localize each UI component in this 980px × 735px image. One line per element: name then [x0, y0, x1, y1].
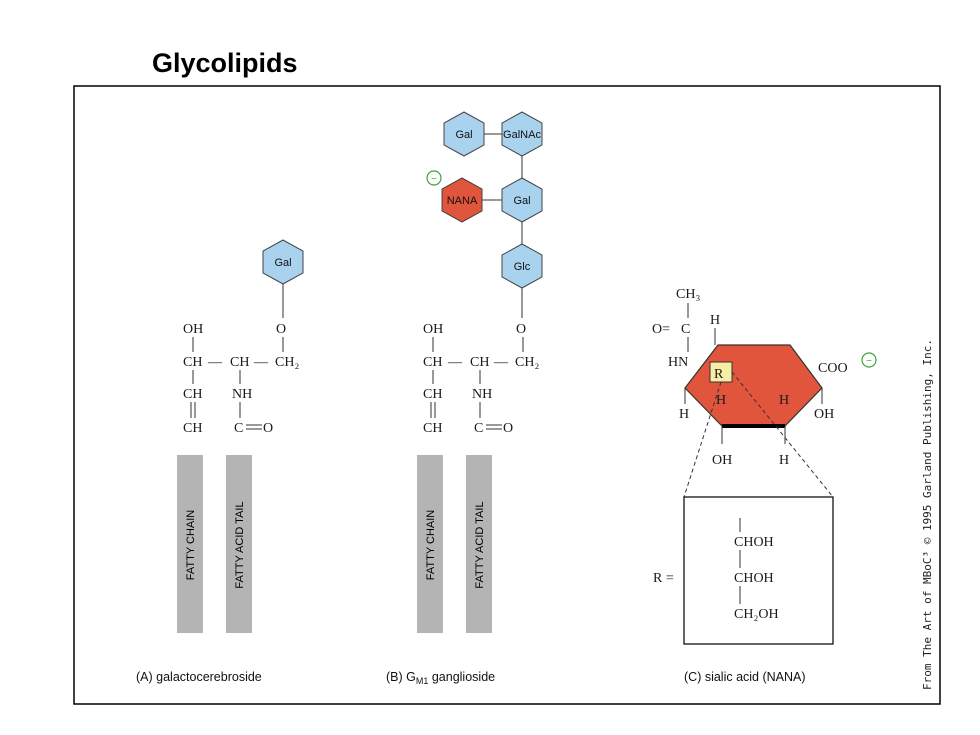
ch-label: CH [423, 421, 442, 436]
panel-a-caption: (A) galactocerebroside [136, 670, 262, 684]
carbon-label: C [474, 421, 483, 436]
carbonyl-oxygen-label: O [263, 421, 273, 436]
carbonyl-oxygen-label: O= [652, 322, 670, 337]
bond-dash: — [253, 355, 269, 370]
amine-label: HN [668, 355, 688, 370]
bond-dash: — [207, 355, 223, 370]
r-equals-label: R = [653, 571, 674, 586]
sugar-nana-label: NANA [447, 195, 478, 207]
panel-b-caption: (B) GM1 ganglioside [386, 670, 495, 686]
ch-label: CH [230, 355, 249, 370]
panel-c-caption: (C) sialic acid (NANA) [684, 670, 806, 684]
ch-label: CH [423, 355, 442, 370]
panel-b-ganglioside: Gal GalNAc NANA − Gal Glc O OH CH — CH —… [386, 111, 543, 686]
caption-suffix: ganglioside [428, 670, 495, 684]
slide-title: Glycolipids [152, 48, 298, 78]
carbon-label: C [681, 322, 690, 337]
r-group-carbon-label: CHOH [734, 571, 774, 586]
r-group-carbon-label: CHOH [734, 535, 774, 550]
sugar-gal-label: Gal [513, 195, 530, 207]
carboxylate-label: COO [818, 361, 848, 376]
oxygen-label: O [276, 322, 286, 337]
fatty-acid-tail-bar [226, 455, 252, 633]
ch2-label: CH₂ [275, 355, 299, 370]
ch-label: CH [423, 387, 442, 402]
panel-c-sialic-acid: CH₃ O= C H HN R COO − H H H OH OH H R = … [652, 287, 877, 684]
carbon-label: C [234, 421, 243, 436]
negative-charge-icon [861, 352, 877, 368]
methyl-label: CH₃ [676, 287, 700, 302]
sugar-glc-label: Glc [514, 261, 531, 273]
fatty-chain-label: FATTY CHAIN [425, 510, 437, 581]
publisher-credit: From The Art of MBoC³ © 1995 Garland Pub… [921, 339, 934, 690]
bond-dash: — [447, 355, 463, 370]
oxygen-label: O [516, 322, 526, 337]
hydrogen-label: H [779, 453, 789, 468]
fatty-acid-tail-label: FATTY ACID TAIL [474, 501, 486, 588]
sugar-galnac-label: GalNAc [503, 129, 541, 141]
zoom-dash-line [683, 381, 722, 498]
nh-label: NH [472, 387, 492, 402]
zoom-dash-line [731, 371, 834, 498]
carbonyl-oxygen-label: O [503, 421, 513, 436]
hydrogen-label: H [679, 407, 689, 422]
sugar-gal-label: Gal [274, 257, 291, 269]
bond-dash: — [493, 355, 509, 370]
fatty-acid-tail-label: FATTY ACID TAIL [234, 501, 246, 588]
negative-charge-icon [426, 170, 442, 186]
fatty-chain-bar [417, 455, 443, 633]
nh-label: NH [232, 387, 252, 402]
hydroxyl-label: OH [183, 322, 203, 337]
ch-label: CH [183, 387, 202, 402]
fatty-acid-tail-bar [466, 455, 492, 633]
hydrogen-label: H [779, 393, 789, 408]
hydrogen-label: H [710, 313, 720, 328]
hydroxyl-label: OH [712, 453, 732, 468]
sugar-gal-hexagon [501, 177, 543, 223]
charge-sign: − [431, 174, 437, 185]
ch-label: CH [183, 355, 202, 370]
ch-label: CH [183, 421, 202, 436]
sugar-nana-hexagon [441, 177, 483, 223]
panel-a-galactocerebroside: Gal O OH CH — CH — CH₂ CH NH CH C O FATT… [136, 239, 304, 684]
ch2-label: CH₂ [515, 355, 539, 370]
hydroxyl-label: OH [423, 322, 443, 337]
caption-subscript: M1 [416, 676, 429, 686]
sugar-gal-label: Gal [455, 129, 472, 141]
sugar-gal-hexagon [443, 111, 485, 157]
caption-prefix: (B) G [386, 670, 416, 684]
r-group-box [683, 496, 834, 645]
ch-label: CH [470, 355, 489, 370]
hydrogen-label: H [716, 393, 726, 408]
fatty-chain-label: FATTY CHAIN [185, 510, 197, 581]
r-group-carbon-label: CH₂OH [734, 607, 779, 622]
hydroxyl-label: OH [814, 407, 834, 422]
r-group-label: R [714, 367, 724, 382]
charge-sign: − [866, 356, 872, 367]
sugar-galnac-hexagon [501, 111, 543, 157]
fatty-chain-bar [177, 455, 203, 633]
